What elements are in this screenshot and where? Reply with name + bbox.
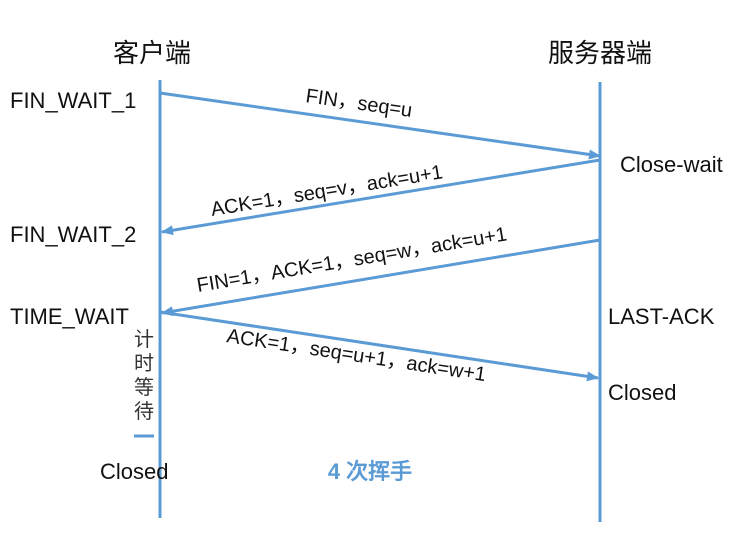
timer-char-4: 待 <box>134 400 154 423</box>
arrow-ack <box>161 158 601 236</box>
footer-caption: 4 次挥手 <box>328 459 412 484</box>
arrow-final-ack <box>159 310 599 382</box>
arrow-fin-ack <box>161 238 601 317</box>
client-header: 客户端 <box>113 38 191 68</box>
state-time-wait: TIME_WAIT <box>10 304 129 329</box>
state-server-closed: Closed <box>608 380 676 405</box>
state-last-ack: LAST-ACK <box>608 304 715 329</box>
server-header: 服务器端 <box>548 38 652 68</box>
timer-char-1: 计 <box>134 328 154 351</box>
state-close-wait: Close-wait <box>620 152 723 177</box>
state-fin-wait-2: FIN_WAIT_2 <box>10 222 136 247</box>
message-fin-ack: FIN=1，ACK=1，seq=w，ack=u+1 <box>195 223 508 297</box>
state-client-closed: Closed <box>100 459 168 484</box>
timer-char-2: 时 <box>134 352 154 375</box>
state-fin-wait-1: FIN_WAIT_1 <box>10 88 136 113</box>
timer-char-3: 等 <box>134 376 154 399</box>
arrow-fin <box>159 91 601 160</box>
